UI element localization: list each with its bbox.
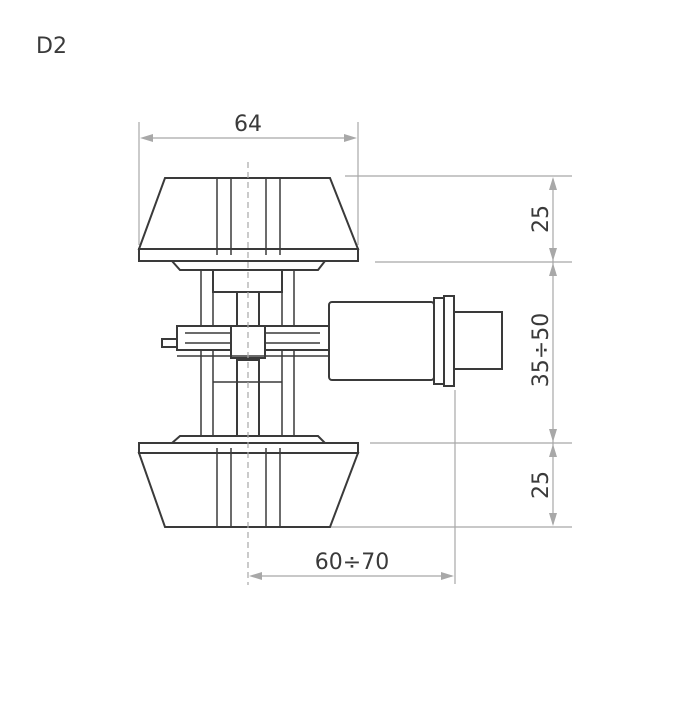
dimension-label-door-range: 35÷50 bbox=[529, 313, 554, 387]
arrowhead bbox=[549, 177, 557, 190]
latch-faceplate-outer bbox=[443, 295, 455, 387]
arrowhead bbox=[549, 429, 557, 442]
arrowhead bbox=[549, 263, 557, 276]
dimension-vertical-group: 25 35÷50 25 bbox=[330, 175, 572, 528]
dimension-label-backset: 60÷70 bbox=[315, 550, 389, 575]
arrowhead-left bbox=[249, 572, 262, 580]
arrowhead-right bbox=[344, 134, 357, 142]
dimension-label-width: 64 bbox=[234, 112, 262, 137]
drawing-title: D2 bbox=[36, 34, 67, 59]
dimension-width-top: 64 bbox=[138, 112, 359, 245]
dimension-label-height-top: 25 bbox=[529, 205, 554, 233]
arrowhead-left bbox=[140, 134, 153, 142]
latch-bolt bbox=[453, 311, 503, 370]
latch-assembly bbox=[161, 295, 503, 387]
arrowhead-right bbox=[441, 572, 454, 580]
dimension-label-height-bottom: 25 bbox=[529, 471, 554, 499]
dimension-backset: 60÷70 bbox=[249, 390, 456, 584]
latch-faceplate-inner bbox=[433, 297, 445, 385]
arrowhead bbox=[549, 444, 557, 457]
arrowhead bbox=[549, 513, 557, 526]
bottom-knob-body bbox=[137, 452, 360, 528]
latch-bolt-housing bbox=[328, 301, 435, 381]
arrowhead bbox=[549, 248, 557, 261]
